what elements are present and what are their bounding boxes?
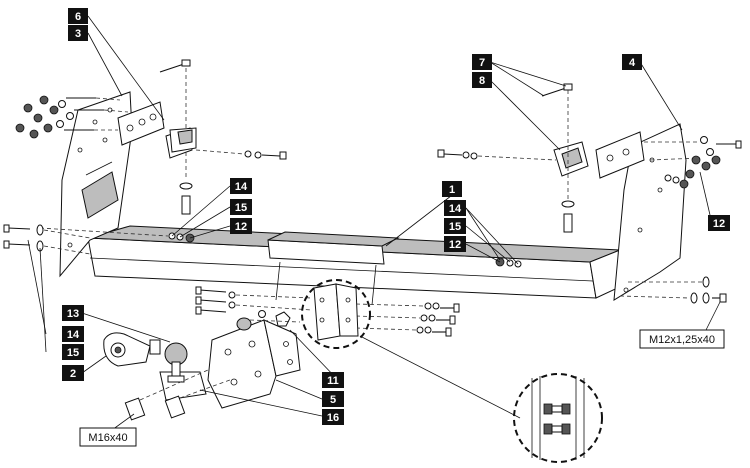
leader-lines <box>27 15 721 431</box>
label-14-left: 14 <box>230 178 252 194</box>
label-4: 4 <box>622 54 642 70</box>
label-2-text: 2 <box>70 368 76 380</box>
label-12-far-right-text: 12 <box>713 218 725 230</box>
right-lower-bolts <box>619 276 727 304</box>
label-13-text: 13 <box>67 308 79 320</box>
detail-circle <box>301 279 521 419</box>
label-14-right: 14 <box>444 200 466 216</box>
spec-m12: M12x1,25x40 <box>639 329 725 349</box>
right-fasteners <box>644 136 742 189</box>
label-2: 2 <box>62 365 84 381</box>
label-1: 1 <box>442 181 462 197</box>
right-upper-bracket <box>541 83 589 233</box>
label-13: 13 <box>62 305 84 321</box>
label-15-right-text: 15 <box>449 221 461 233</box>
label-11: 11 <box>322 372 344 388</box>
far-left-bolts <box>3 224 91 255</box>
label-5-text: 5 <box>330 394 336 406</box>
right-side-bracket <box>595 123 687 301</box>
centre-bolts <box>195 286 313 331</box>
label-8: 8 <box>472 72 492 88</box>
label-15-right: 15 <box>444 218 466 234</box>
label-16-text: 16 <box>327 412 339 424</box>
m16-bolts <box>124 369 231 421</box>
left-fasteners <box>15 95 129 139</box>
label-11-text: 11 <box>327 375 339 387</box>
mount-bolts <box>355 302 460 337</box>
left-horizontal-bolt <box>195 149 287 160</box>
socket-plate <box>103 332 161 367</box>
spec-m16-text: M16x40 <box>88 432 127 444</box>
label-12-left: 12 <box>230 218 252 234</box>
label-5: 5 <box>322 391 344 407</box>
tow-ball <box>159 342 207 401</box>
label-12-right-text: 12 <box>449 239 461 251</box>
spec-m12-text: M12x1,25x40 <box>649 334 715 346</box>
label-7-text: 7 <box>479 57 485 69</box>
label-3-text: 3 <box>75 28 81 40</box>
detail-inset <box>513 373 603 463</box>
label-3: 3 <box>68 25 88 41</box>
label-15-bottom: 15 <box>62 344 84 360</box>
label-6-text: 6 <box>75 11 81 23</box>
label-4-text: 4 <box>629 57 636 69</box>
label-12-left-text: 12 <box>235 221 247 233</box>
label-16: 16 <box>322 409 344 425</box>
left-top-bolt <box>159 59 197 215</box>
label-12-far-right: 12 <box>708 215 730 231</box>
spec-m16: M16x40 <box>79 427 137 447</box>
label-15-left: 15 <box>230 199 252 215</box>
label-14-bottom-text: 14 <box>67 329 80 341</box>
label-14-right-text: 14 <box>449 203 462 215</box>
label-12-right: 12 <box>444 236 466 252</box>
label-14-bottom: 14 <box>62 326 84 342</box>
label-15-bottom-text: 15 <box>67 347 79 359</box>
label-1-text: 1 <box>449 184 455 196</box>
label-7: 7 <box>472 54 492 70</box>
right-horizontal-bolt <box>437 149 557 161</box>
label-8-text: 8 <box>479 75 485 87</box>
label-15-left-text: 15 <box>235 202 247 214</box>
label-14-left-text: 14 <box>235 181 248 193</box>
tow-plate <box>207 319 301 409</box>
label-6: 6 <box>68 8 88 24</box>
